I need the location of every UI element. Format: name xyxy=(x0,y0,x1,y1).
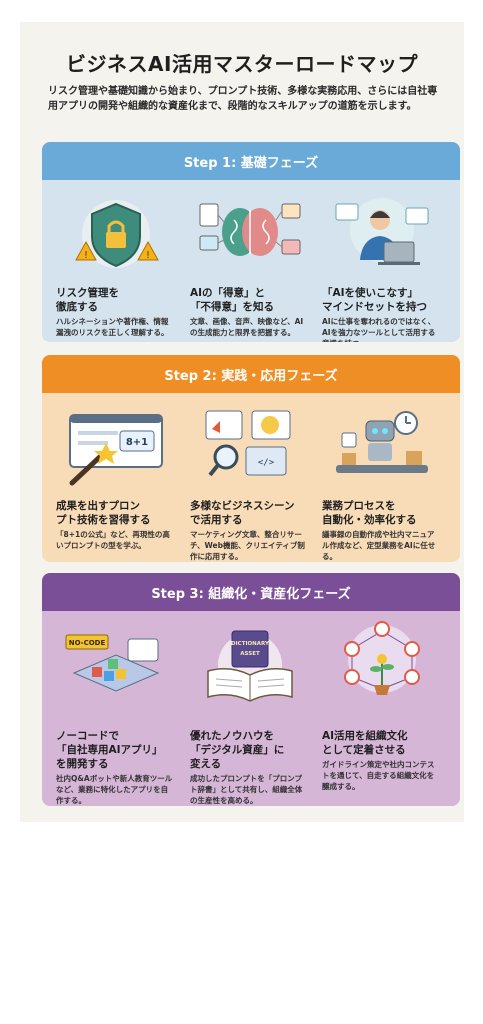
robot-automation-icon xyxy=(336,411,428,473)
step-description: 成功したプロンプトを「プロンプト辞書」として共有し、組織全体の生産性を高める。 xyxy=(190,774,303,805)
book-subtitle-text: ASSET xyxy=(240,651,260,657)
book-title-text: DICTIONARY xyxy=(231,641,270,647)
organization-network-icon xyxy=(344,621,420,695)
shield-lock-icon: ! ! xyxy=(75,200,159,268)
phase-header: Step 1: 基礎フェーズ xyxy=(42,142,460,180)
step-description: マーケティング文章、整合リサーチ、Web機能、クリエイティブ制作に応用する。 xyxy=(190,530,305,561)
step-title: ノーコードで 「自社専用AIアプリ」 を開発する xyxy=(56,730,163,770)
svg-text:</>: </> xyxy=(258,458,275,468)
no-code-app-icon: NO-CODE xyxy=(65,634,160,692)
step-description: 文章、画像、音声、映像など、AIの生成能力と限界を把握する。 xyxy=(190,317,304,337)
step-title: AI活用を組織文化 として定着させる xyxy=(322,730,408,756)
step-description: 「8+1の公式」など、再現性の高いプロンプトの型を学ぶ。 xyxy=(56,530,170,550)
screen-formula-text: 8+1 xyxy=(126,437,148,448)
business-scenes-icon: </> xyxy=(205,410,291,477)
phase-step-3: Step 3: 組織化・資産化フェーズ NO-CODE ノーコードで 「自社専用… xyxy=(42,573,460,806)
svg-text:!: ! xyxy=(84,250,88,261)
step-description: 議事録の自動作成や社内マニュアル作成など、定型業務をAIに任せる。 xyxy=(322,530,436,561)
phase-step-2: Step 2: 実践・応用フェーズ 8+1 成果を出すプロン プト技術を習得する… xyxy=(42,355,460,562)
prompt-dictionary-icon: DICTIONARY ASSET xyxy=(207,630,293,702)
page-subtitle: リスク管理や基礎知識から始まり、プロンプト技術、多様な実務応用、さらには自社専用… xyxy=(48,86,438,112)
phase-step-1: Step 1: 基礎フェーズ ! ! リスク管理を 徹底する ハルシネーションや… xyxy=(42,142,460,342)
brain-media-icon xyxy=(199,203,301,256)
step-title: 「AIを使いこなす」 マインドセットを持つ xyxy=(322,287,427,313)
step-title: AIの「得意」と 「不得意」を知る xyxy=(190,287,274,313)
svg-text:!: ! xyxy=(146,250,150,261)
phase-header: Step 3: 組織化・資産化フェーズ xyxy=(42,573,460,611)
step-description: AIに仕事を奪われるのではなく、AIを強力なツールとして活用する意識を持つ。 xyxy=(322,317,436,342)
sign-text: NO-CODE xyxy=(69,639,106,647)
phase-header: Step 2: 実践・応用フェーズ xyxy=(42,355,460,393)
step-title: 成果を出すプロン プト技術を習得する xyxy=(56,500,151,526)
person-laptop-icon xyxy=(335,198,429,265)
step-title: リスク管理を 徹底する xyxy=(56,287,119,313)
step-title: 業務プロセスを 自動化・効率化する xyxy=(322,500,417,526)
page-title: ビジネスAI活用マスターロードマップ xyxy=(66,52,418,76)
step-description: ハルシネーションや著作権、情報漏洩のリスクを正しく理解する。 xyxy=(56,317,169,337)
step-title: 多様なビジネスシーン で活用する xyxy=(190,500,295,526)
magic-wand-screen-icon: 8+1 xyxy=(69,414,163,486)
step-title: 優れたノウハウを 「デジタル資産」に 変える xyxy=(190,730,285,770)
step-description: ガイドライン策定や社内コンテストを通じて、自走する組織文化を醸成する。 xyxy=(322,760,435,791)
step-description: 社内Q&Aボットや新人教育ツールなど、業務に特化したアプリを自作する。 xyxy=(56,774,173,805)
roadmap-poster: ビジネスAI活用マスターロードマップ リスク管理や基礎知識から始まり、プロンプト… xyxy=(20,22,464,822)
